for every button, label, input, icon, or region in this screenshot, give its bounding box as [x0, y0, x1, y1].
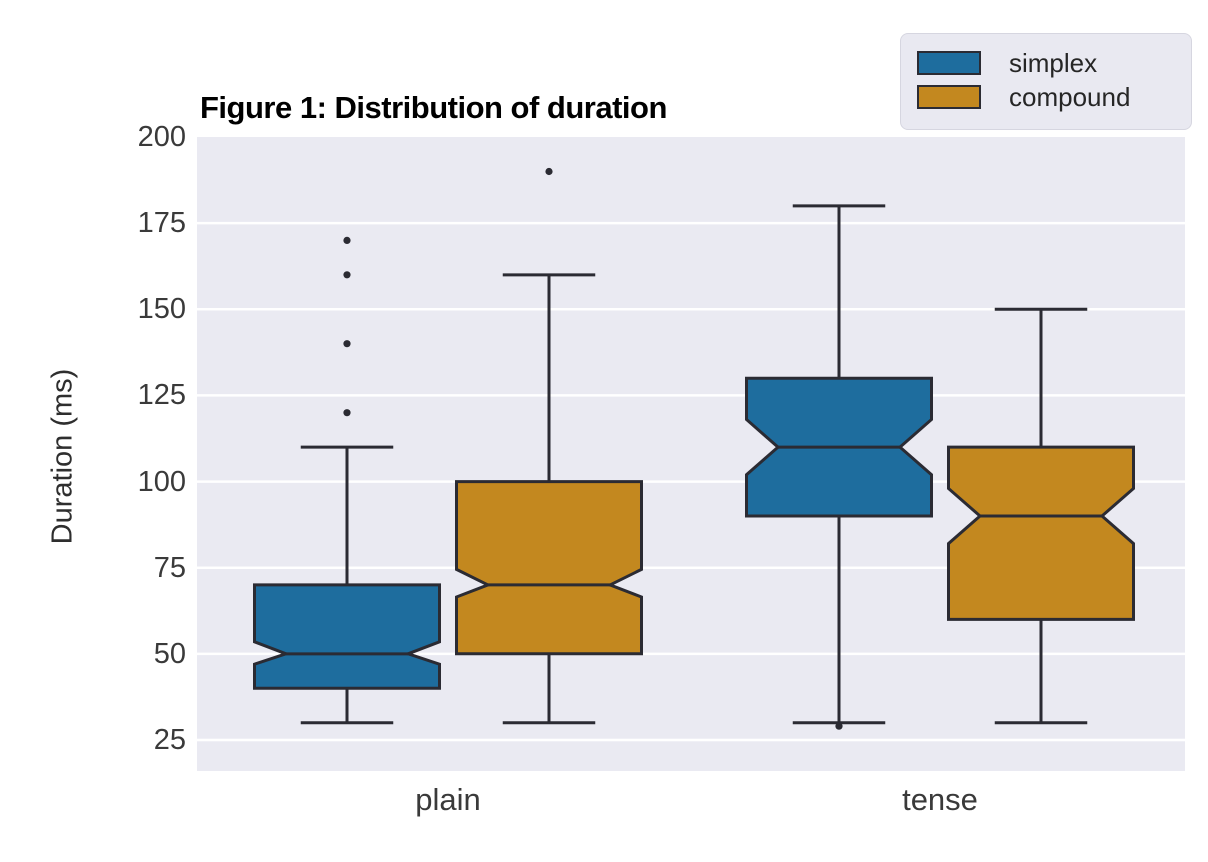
- x-tick-tense: tense: [902, 782, 978, 817]
- chart-title: Figure 1: Distribution of duration: [200, 90, 667, 125]
- box-compound-tense: [947, 445, 1135, 621]
- y-tick-125: 125: [137, 379, 186, 412]
- outlier-simplex-plain-120: [343, 409, 351, 417]
- y-tick-100: 100: [137, 465, 186, 498]
- outlier-compound-plain-190: [545, 167, 553, 176]
- legend-label-compound: compound: [1009, 82, 1131, 112]
- outlier-simplex-tense-29: [835, 722, 843, 730]
- outlier-simplex-plain-160: [343, 271, 351, 279]
- boxplot-canvas: [197, 167, 1185, 742]
- legend-swatch-simplex: [917, 51, 981, 75]
- outlier-simplex-plain-140: [343, 340, 351, 348]
- box-compound-plain: [455, 480, 643, 656]
- legend-item-simplex: simplex: [917, 46, 1191, 80]
- outlier-simplex-plain-170: [343, 236, 351, 244]
- y-tick-200: 200: [137, 121, 186, 153]
- legend-item-compound: compound: [917, 80, 1191, 114]
- x-tick-plain: plain: [415, 782, 481, 817]
- y-tick-75: 75: [153, 551, 186, 584]
- box-simplex-plain: [253, 583, 441, 690]
- y-tick-25: 25: [153, 723, 186, 756]
- legend-label-simplex: simplex: [1009, 48, 1098, 78]
- y-tick-50: 50: [153, 637, 186, 670]
- plot-area: [197, 137, 1185, 771]
- y-tick-150: 150: [137, 293, 186, 326]
- legend: simplex compound: [900, 33, 1192, 130]
- y-tick-175: 175: [137, 207, 186, 240]
- y-axis-label: Duration (ms): [46, 368, 79, 545]
- legend-swatch-compound: [917, 85, 981, 109]
